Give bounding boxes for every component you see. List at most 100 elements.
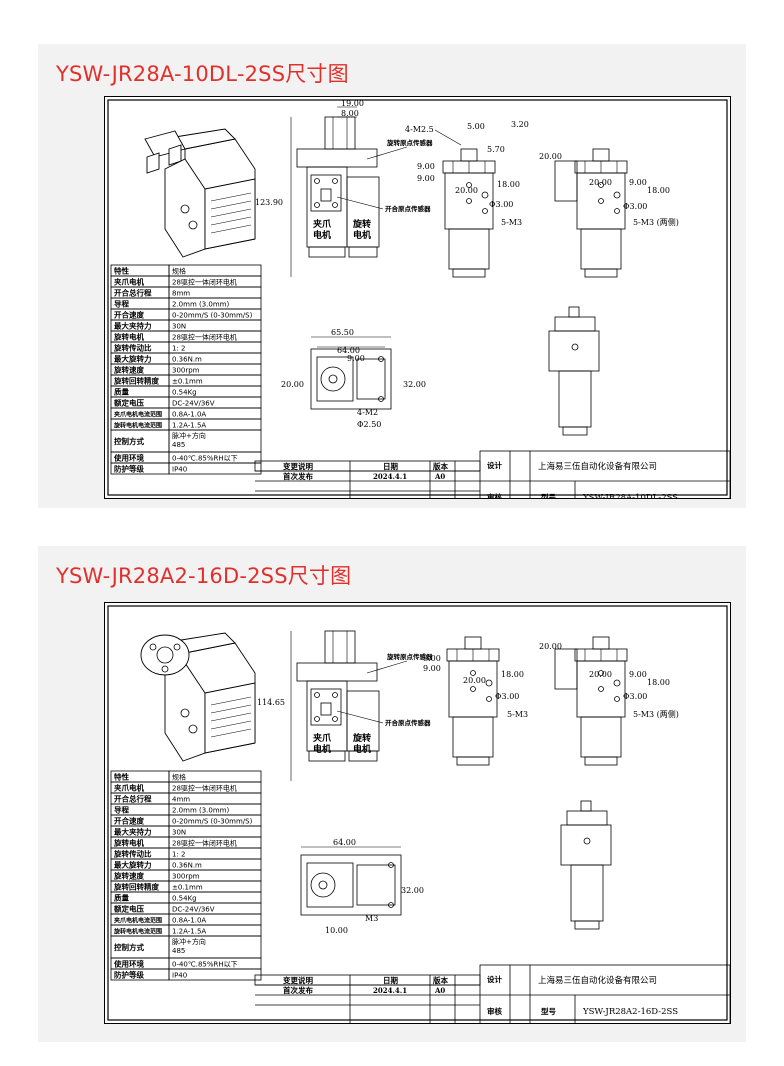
bottom-flange (310, 872, 336, 898)
motor-side-body (580, 716, 622, 758)
rotary-sensor-label: 旋转原点传感器 (386, 652, 433, 661)
dim-32: 32.00 (403, 380, 426, 389)
dim-5-M3-a: 5-M3 (507, 710, 528, 719)
heatsink-line (210, 712, 252, 722)
bottom-hole (378, 396, 384, 402)
model-label: 型号 (541, 492, 556, 498)
bottom-left-motor (306, 862, 354, 908)
side-hole (598, 198, 604, 204)
dim-64: 64.00 (333, 838, 356, 847)
spec-key: 旋转电机 (113, 332, 144, 342)
spec-value: 脉冲+方向 (172, 431, 206, 440)
small-hole (583, 837, 591, 845)
bottom-hole (388, 862, 394, 868)
dim-20-b: 20.00 (539, 152, 562, 161)
mount-hole (314, 692, 320, 698)
dim-9-c: 9.00 (629, 178, 647, 187)
spec-value: IP40 (172, 972, 187, 980)
spec-key: 旋转回转精度 (113, 376, 159, 386)
dim-9-a: 9.00 (417, 162, 435, 171)
screw-hole-iso (188, 724, 198, 734)
jaw-left-iso (146, 152, 160, 174)
heatsink-line (210, 208, 252, 218)
side-hole (598, 686, 604, 692)
heatsink-line (210, 704, 252, 714)
spec-cell-value (168, 968, 262, 981)
bottom-hole (378, 356, 384, 362)
gripper-head (296, 148, 378, 168)
spec-key: 防护等级 (114, 464, 144, 474)
spec-value: DC-24V/36V (172, 400, 215, 408)
rotary-flange-iso (140, 634, 190, 676)
dim-4-M2: 4-M2 (357, 408, 378, 417)
motor-side-base (452, 268, 486, 278)
side-hole (614, 208, 620, 214)
claw-motor-label: 电机 (313, 743, 331, 755)
side-hole (614, 696, 620, 702)
spec-value: 0.54Kg (172, 389, 197, 397)
gearbox-body (444, 172, 494, 230)
motor-side-body (580, 228, 622, 270)
spec-key: 最大夹持力 (114, 321, 152, 331)
design-label: 设计 (487, 974, 502, 984)
spec-key: 开合速度 (114, 816, 144, 826)
small-finger (568, 306, 580, 318)
dim-M3: M3 (365, 914, 378, 923)
spec-value: 0-20mm/S (0-30mm/S) (172, 312, 253, 320)
mount-hole (314, 202, 320, 208)
dim-18-b: 18.00 (647, 186, 670, 195)
jaw-fingers (324, 116, 356, 150)
rotary-sensor-label: 旋转原点传感器 (386, 138, 433, 147)
mount-hole (332, 716, 338, 722)
side-face-iso (204, 682, 256, 754)
dim-5-M3-b: 5-M3 (两侧) (633, 709, 679, 719)
spec-key: 特性 (114, 266, 129, 276)
dim-64: 64.00 (337, 346, 360, 355)
side-hole (466, 198, 472, 204)
heatsink-line (210, 192, 252, 202)
spec-value: 规格 (172, 773, 186, 782)
mount-hole (332, 202, 338, 208)
version-label: 版本 (432, 461, 448, 471)
spec-value: 0-40℃.85%RH以下 (172, 455, 238, 463)
flange-hole (149, 643, 157, 651)
gripper-head (296, 662, 378, 682)
dim-19: 19.00 (341, 99, 364, 108)
spec-key: 开合总行程 (114, 794, 152, 804)
date-label: 日期 (383, 461, 398, 471)
motor-side-base (456, 756, 490, 766)
small-motor (558, 370, 592, 428)
spec-value: 28驱控一体闭环电机 (172, 784, 237, 793)
dim-8: 8.00 (341, 109, 359, 118)
open-sensor-label: 开合原点传感器 (385, 718, 431, 727)
small-hole (571, 343, 579, 351)
spec-key: 夹爪电机电流范围 (114, 411, 162, 419)
design-label: 设计 (487, 460, 502, 470)
gearbox-body (448, 660, 498, 718)
spec-key: 旋转速度 (113, 365, 144, 375)
bottom-flange-center (328, 374, 338, 384)
dim-123.90: 123.90 (255, 198, 283, 207)
model-label: 型号 (541, 1006, 556, 1016)
spec-key: 旋转电机电流范围 (113, 422, 162, 430)
spec-key: 旋转回转精度 (113, 882, 159, 892)
dim-4-M2.5: 4-M2.5 (405, 125, 434, 134)
heatsink-line (210, 696, 252, 706)
motor-side-body (452, 716, 494, 758)
spec-value: ±0.1mm (172, 884, 203, 892)
leader-line (434, 129, 462, 146)
small-gearbox (560, 824, 612, 866)
mount-hole (314, 716, 320, 722)
spec-key: 最大旋转力 (114, 354, 152, 364)
dim-20-c: 20.00 (589, 178, 612, 187)
screw-hole-iso (188, 220, 198, 230)
small-head (566, 810, 608, 826)
company-name: 上海易三伍自动化设备有限公司 (538, 975, 657, 986)
spec-key: 使用环境 (113, 453, 144, 463)
spec-value: 脉冲+方向 (172, 937, 206, 946)
version-label: 版本 (432, 975, 448, 985)
